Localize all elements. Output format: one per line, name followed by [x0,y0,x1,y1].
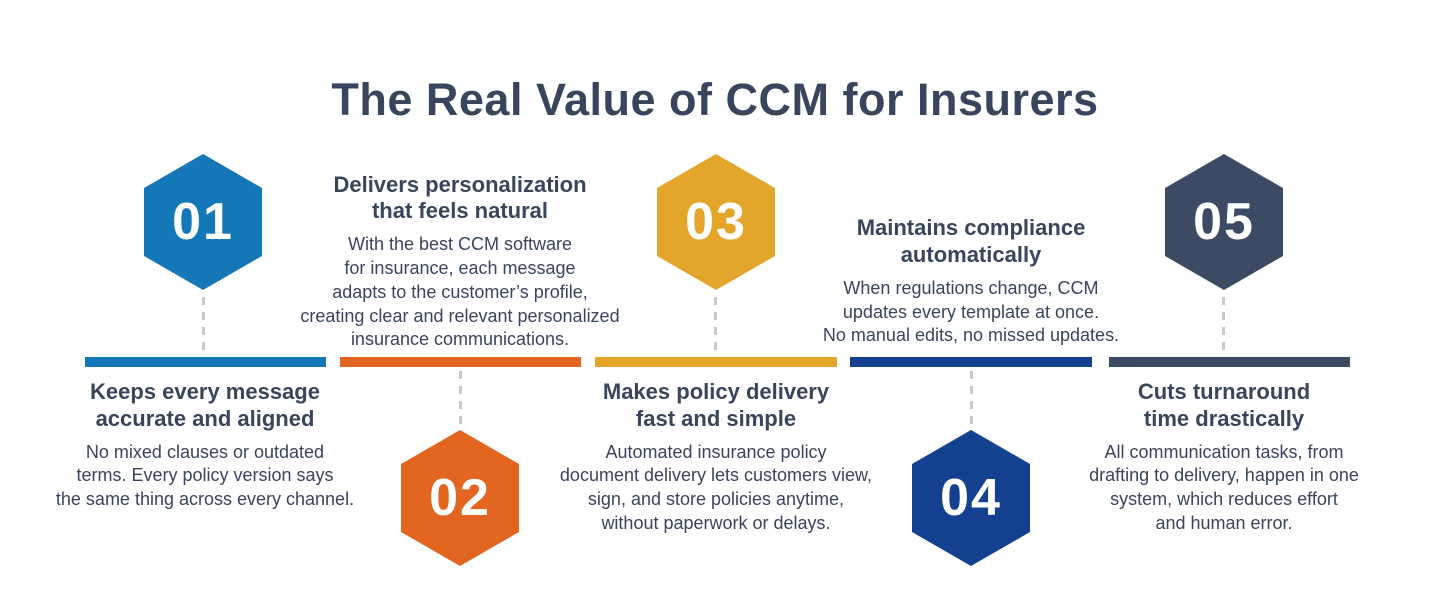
step-heading-01: Keeps every message accurate and aligned [90,379,320,431]
step-heading-03: Makes policy delivery fast and simple [602,379,830,431]
step-hexagon-05: 05 [1165,154,1283,290]
dashed-connector-05 [1222,297,1225,353]
step-text-01: Keeps every message accurate and aligned… [35,379,375,512]
step-text-03: Makes policy delivery fast and simple Au… [541,379,891,536]
step-heading-05: Cuts turnaround time drastically [1137,379,1311,431]
step-description-03: Automated insurance policy document deli… [559,441,873,533]
dashed-connector-01 [202,297,205,353]
timeline-bar-02 [340,357,581,367]
step-number-04: 04 [940,469,1002,527]
timeline-bar-05 [1109,357,1350,367]
step-description-05: All communication tasks, from drafting t… [1089,441,1359,533]
step-description-02: With the best CCM software for insurance… [300,234,620,350]
step-hexagon-03: 03 [657,154,775,290]
step-description-01: No mixed clauses or outdated terms. Ever… [55,441,355,510]
page-title: The Real Value of CCM for Insurers [331,74,1099,126]
step-number-02: 02 [429,469,491,527]
step-heading-04: Maintains compliance automatically [856,215,1086,267]
step-hexagon-01: 01 [144,154,262,290]
timeline-bar-01 [85,357,326,367]
step-description-04: When regulations change, CCM updates eve… [822,277,1120,346]
step-number-05: 05 [1193,193,1255,251]
timeline-bar-03 [595,357,837,367]
dashed-connector-03 [714,297,717,353]
timeline-bar-04 [850,357,1092,367]
dashed-connector-04 [970,371,973,427]
step-hexagon-04: 04 [912,430,1030,566]
step-text-02: Delivers personalization that feels natu… [285,172,635,352]
step-number-03: 03 [685,193,747,251]
step-hexagon-02: 02 [401,430,519,566]
step-text-04: Maintains compliance automatically When … [801,215,1141,348]
dashed-connector-02 [459,371,462,427]
step-text-05: Cuts turnaround time drastically All com… [1059,379,1389,536]
step-heading-02: Delivers personalization that feels natu… [333,171,587,224]
step-number-01: 01 [172,193,234,251]
